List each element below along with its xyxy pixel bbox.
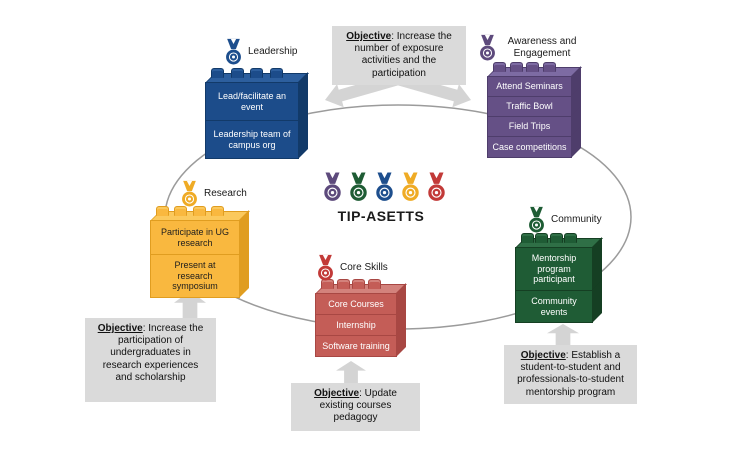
brick-text: Lead/facilitate an event [217, 90, 287, 112]
brick: Traffic Bowl [487, 86, 581, 117]
group-label-text: Core Skills [340, 261, 388, 273]
brick-studs [521, 233, 577, 243]
objective-box-exposure: Objective: Increase the number of exposu… [332, 26, 466, 85]
brick-text: Mentorship program participant [531, 252, 577, 285]
brick: Participate in UG research [150, 206, 250, 255]
objective-box-core-skills: Objective: Update existing courses pedag… [291, 383, 420, 431]
group-label-text: Awareness and Engagement [507, 36, 577, 59]
objective-text: : Establish a student-to-student and pro… [517, 350, 624, 398]
objective-box-research: Objective: Increase the participation of… [85, 318, 216, 402]
awareness-block: Attend Seminars Traffic Bowl Field Trips… [487, 62, 582, 158]
group-label-text: Leadership [248, 45, 298, 57]
objective-label: Objective [346, 31, 392, 42]
brick: Present at research symposium [150, 244, 249, 298]
diagram-title: TIP-ASETTS [337, 208, 425, 224]
brick: Software training [315, 325, 406, 357]
medal-icon-purple [324, 172, 341, 201]
brick: Mentorship program participant [515, 233, 603, 291]
awareness-medal-icon [480, 34, 495, 61]
brick-studs [321, 279, 381, 289]
group-label-text: Community [551, 213, 602, 225]
community-group-label: Community [527, 206, 602, 233]
medal-icon-red [428, 172, 445, 201]
group-label-text: Research [204, 187, 247, 199]
research-block: Participate in UG research Present at re… [150, 206, 250, 298]
objective-label: Objective [520, 350, 566, 361]
brick: Core Courses [315, 279, 407, 315]
brick-studs [493, 62, 556, 72]
objective-box-community: Objective: Establish a student-to-studen… [504, 345, 637, 404]
awareness-group-label: Awareness and Engagement [478, 34, 582, 61]
brick-studs [156, 206, 224, 216]
brick-text: Present at research symposium [172, 259, 218, 292]
brick-text: Attend Seminars [496, 81, 563, 92]
research-medal-icon [182, 180, 197, 207]
brick-text: Software training [322, 340, 390, 351]
brick-text: Core Courses [328, 298, 384, 309]
brick: Lead/facilitate an event [205, 68, 309, 121]
brick: Case competitions [487, 126, 581, 158]
brick: Attend Seminars [487, 62, 582, 97]
medal-icon-blue [376, 172, 393, 201]
leadership-medal-icon [226, 38, 241, 65]
core-skills-block: Core Courses Internship Software trainin… [315, 279, 407, 357]
core-skills-medal-icon [318, 254, 333, 281]
medal-icon-green [350, 172, 367, 201]
brick-text: Traffic Bowl [506, 101, 553, 112]
brick-text: Leadership team of campus org [213, 128, 291, 150]
brick-text: Internship [336, 319, 376, 330]
leadership-group-label: Leadership [224, 38, 297, 65]
objective-label: Objective [314, 388, 360, 399]
brick-text: Community events [531, 295, 577, 317]
brick-studs [211, 68, 283, 78]
core-skills-group-label: Core Skills [316, 254, 388, 281]
objective-text: : Update existing courses pedagogy [319, 388, 397, 424]
brick: Community events [515, 280, 602, 323]
community-medal-icon [529, 206, 544, 233]
brick: Leadership team of campus org [205, 110, 308, 159]
objective-label: Objective [97, 323, 143, 334]
community-block: Mentorship program participant Community… [515, 233, 603, 323]
brick: Field Trips [487, 106, 581, 137]
brick-text: Case competitions [492, 141, 567, 152]
brick: Internship [315, 304, 406, 336]
brick-text: Participate in UG research [160, 226, 230, 248]
research-group-label: Research [180, 180, 247, 207]
medal-icon-yellow [402, 172, 419, 201]
objective-text: : Increase the number of exposure activi… [354, 31, 452, 79]
leadership-block: Lead/facilitate an event Leadership team… [205, 68, 309, 159]
brick-text: Field Trips [508, 121, 551, 132]
objective-text: : Increase the participation of undergra… [102, 323, 204, 383]
center-medals [322, 171, 447, 202]
